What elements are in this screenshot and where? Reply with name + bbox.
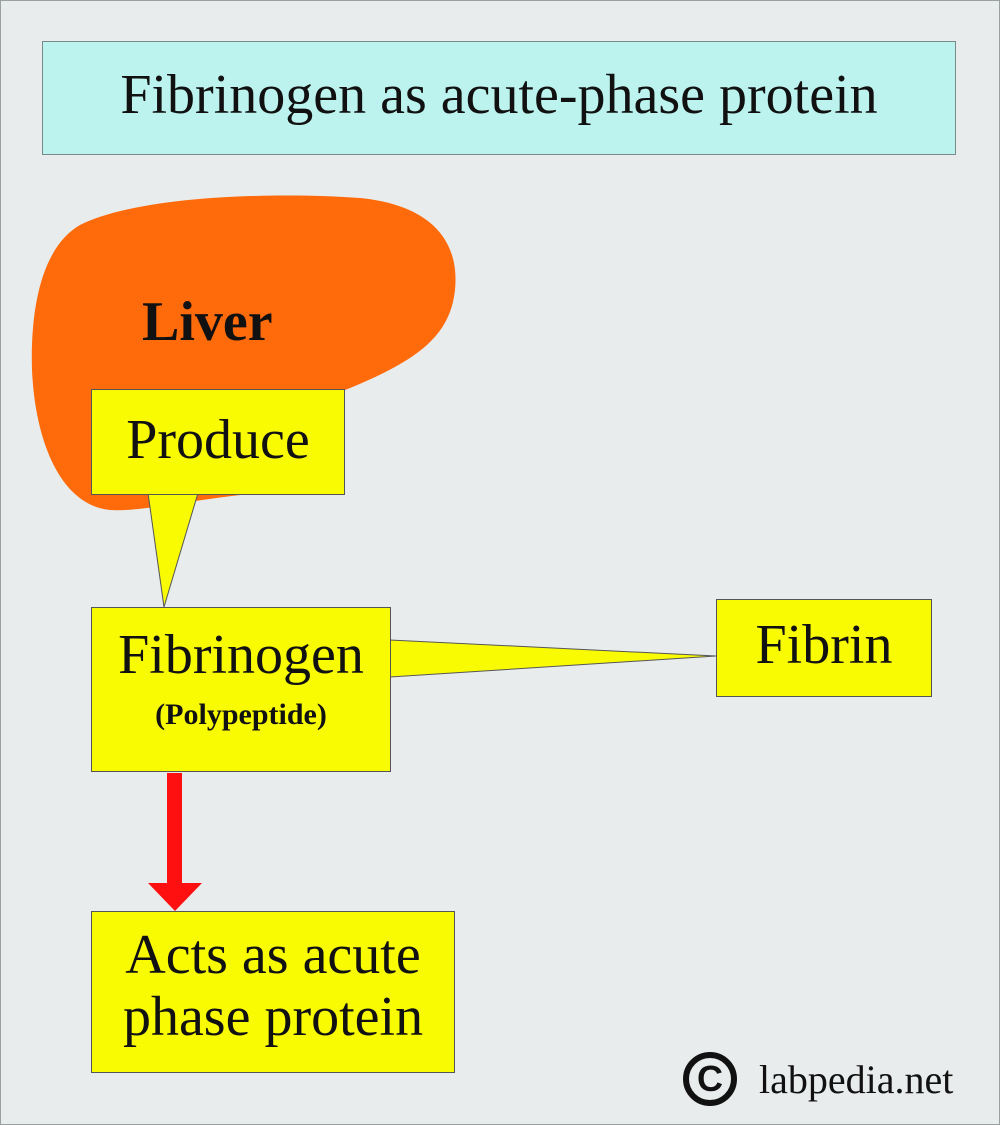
site-name: labpedia.net (759, 1056, 954, 1102)
fibrin-box: Fibrin (716, 599, 932, 697)
copyright-symbol: C (697, 1058, 723, 1099)
page-title: Fibrinogen as acute-phase protein (120, 64, 878, 126)
produce-box: Produce (91, 389, 345, 495)
red-arrow-head (148, 883, 202, 911)
red-arrow-shaft (167, 773, 182, 885)
fibrin-label: Fibrin (755, 614, 893, 676)
fibrinogen-to-fibrin-pointer (389, 639, 717, 678)
copyright-icon: C (683, 1052, 737, 1106)
fibrinogen-label: Fibrinogen (118, 624, 364, 686)
title-box: Fibrinogen as acute-phase protein (42, 41, 956, 155)
produce-label: Produce (126, 409, 310, 471)
fibrinogen-sublabel: (Polypeptide) (155, 698, 327, 731)
acts-line-1: Acts as acute (125, 924, 421, 986)
produce-callout-pointer (147, 492, 199, 608)
acute-phase-box: Acts as acute phase protein (91, 911, 455, 1073)
acts-line-2: phase protein (122, 986, 424, 1048)
fibrinogen-box: Fibrinogen (Polypeptide) (91, 607, 391, 772)
liver-label: Liver (142, 291, 273, 353)
footer-credit: C labpedia.net (683, 1044, 953, 1114)
